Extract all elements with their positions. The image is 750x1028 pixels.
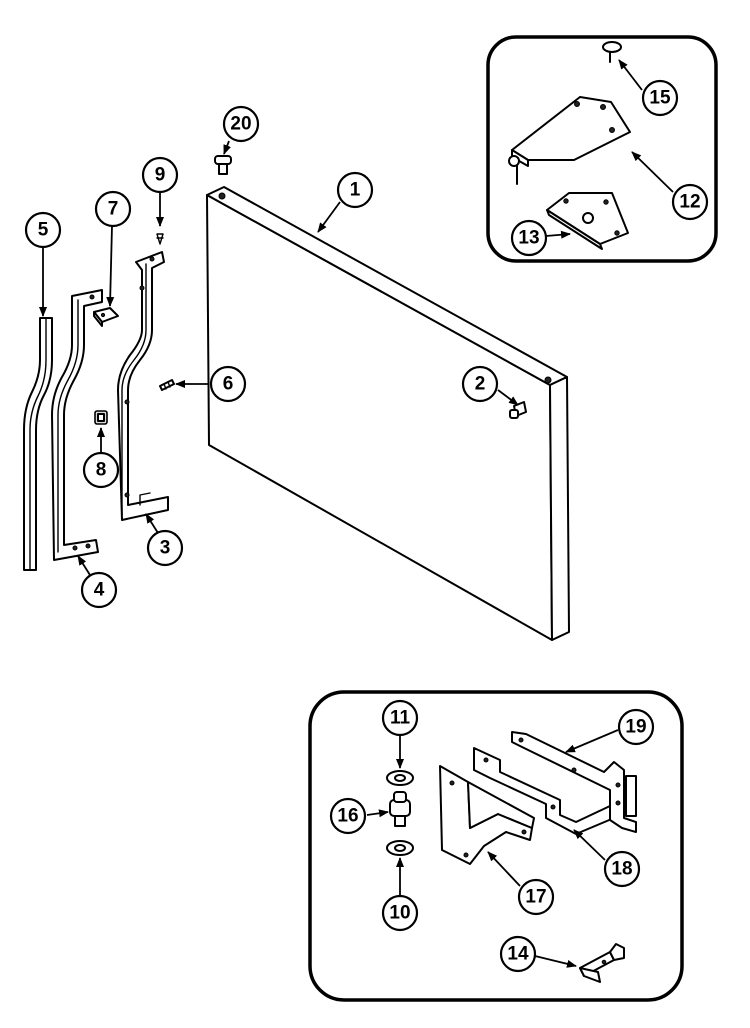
svg-text:1: 1 bbox=[350, 180, 361, 201]
callout-5: 5 bbox=[24, 211, 62, 249]
svg-text:4: 4 bbox=[94, 580, 105, 601]
svg-text:11: 11 bbox=[390, 708, 411, 729]
svg-text:13: 13 bbox=[518, 228, 539, 249]
svg-text:20: 20 bbox=[230, 114, 251, 135]
callout-11: 11 bbox=[381, 699, 419, 737]
svg-text:7: 7 bbox=[108, 199, 119, 220]
callout-15: 15 bbox=[641, 79, 679, 117]
svg-text:19: 19 bbox=[625, 717, 646, 738]
callout-14: 14 bbox=[499, 935, 537, 973]
callout-1: 1 bbox=[336, 171, 374, 209]
callout-17: 17 bbox=[517, 878, 555, 916]
svg-text:10: 10 bbox=[389, 903, 410, 924]
leader-lines bbox=[39, 59, 674, 968]
block-part-7 bbox=[93, 307, 119, 327]
screw-part-6 bbox=[159, 379, 175, 391]
svg-text:5: 5 bbox=[38, 220, 49, 241]
hinge-bracket-left bbox=[51, 289, 103, 561]
callout-3: 3 bbox=[146, 529, 184, 567]
callout-9: 9 bbox=[141, 156, 179, 194]
svg-text:6: 6 bbox=[223, 374, 234, 395]
callout-20: 20 bbox=[222, 105, 260, 143]
callout-8: 8 bbox=[82, 451, 120, 489]
door-stop-part-20 bbox=[214, 155, 232, 175]
callout-2: 2 bbox=[461, 365, 499, 403]
callout-16: 16 bbox=[329, 797, 367, 835]
svg-text:16: 16 bbox=[337, 806, 358, 827]
svg-text:3: 3 bbox=[160, 538, 171, 559]
callout-7: 7 bbox=[94, 190, 132, 228]
callout-6: 6 bbox=[209, 365, 247, 403]
svg-text:9: 9 bbox=[155, 165, 166, 186]
callout-18: 18 bbox=[603, 850, 641, 888]
svg-text:17: 17 bbox=[525, 887, 546, 908]
svg-text:2: 2 bbox=[475, 374, 486, 395]
trim-strip bbox=[23, 317, 53, 571]
callout-19: 19 bbox=[617, 708, 655, 746]
svg-text:14: 14 bbox=[507, 944, 529, 965]
hinge-inset-bottom bbox=[308, 690, 684, 1002]
callout-13: 13 bbox=[510, 219, 548, 257]
svg-text:8: 8 bbox=[96, 460, 107, 481]
door-bracket-right bbox=[117, 251, 169, 521]
callout-12: 12 bbox=[671, 183, 709, 221]
door-panel bbox=[206, 186, 570, 641]
svg-text:12: 12 bbox=[679, 192, 700, 213]
callout-10: 10 bbox=[381, 894, 419, 932]
svg-text:15: 15 bbox=[649, 88, 671, 109]
clip-part-8 bbox=[94, 410, 108, 425]
callout-4: 4 bbox=[80, 571, 118, 609]
screw-part-9 bbox=[156, 233, 164, 245]
svg-text:18: 18 bbox=[611, 859, 632, 880]
hinge-inset-top bbox=[486, 35, 718, 263]
